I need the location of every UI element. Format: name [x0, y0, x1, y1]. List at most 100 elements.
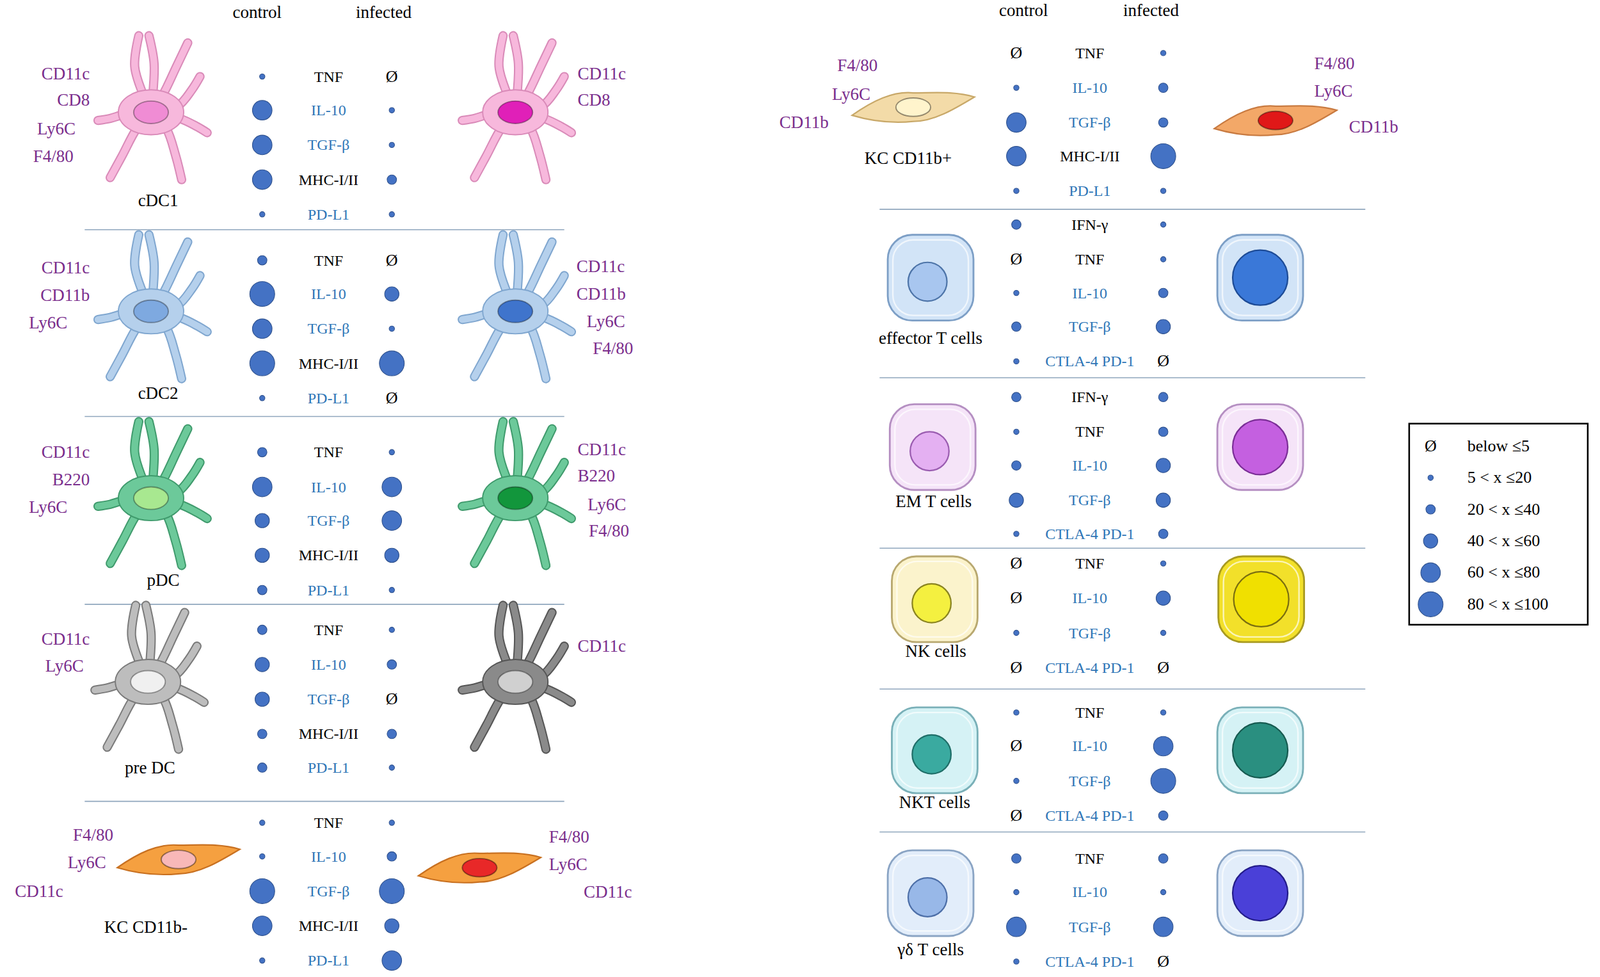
cytokine-label: IL-10	[311, 286, 347, 302]
empty-symbol: Ø	[1010, 250, 1023, 268]
level-dot	[1158, 288, 1168, 298]
cell-nucleus	[497, 487, 533, 510]
divider-line	[879, 547, 1366, 549]
marker-label: Ly6C	[67, 853, 107, 872]
level-dot	[1155, 458, 1170, 473]
cytokine-label: CTLA-4 PD-1	[1045, 526, 1135, 542]
cell-body	[891, 707, 978, 793]
empty-symbol: Ø	[1010, 589, 1023, 607]
cell-name: pDC	[147, 570, 180, 589]
cell-body	[1217, 849, 1304, 936]
cytokine-label: TGF-β	[1068, 492, 1112, 508]
dendritic-cell	[462, 604, 572, 749]
level-dot	[1006, 146, 1027, 167]
divider-line	[84, 800, 564, 802]
cell-nucleus	[497, 670, 533, 694]
cytokine-label: TGF-β	[1068, 114, 1112, 130]
level-dot	[252, 476, 272, 497]
level-dot	[387, 851, 397, 861]
level-dot	[1427, 474, 1433, 480]
cell-body	[887, 849, 974, 936]
legend-text: 20 < x ≤40	[1467, 501, 1540, 518]
column-header: infected	[355, 3, 412, 22]
cell-body	[115, 659, 181, 704]
level-dot	[1160, 560, 1166, 566]
divider-line	[879, 376, 1366, 379]
level-dot	[1013, 778, 1019, 784]
level-dot	[1158, 529, 1168, 539]
marker-label: B220	[52, 471, 91, 489]
level-dot	[384, 286, 399, 301]
cell-body	[889, 403, 976, 490]
level-dot	[1158, 83, 1168, 93]
level-dot	[255, 657, 270, 672]
marker-label: Ly6C	[587, 495, 626, 513]
level-dot	[1160, 629, 1166, 635]
level-dot	[1160, 256, 1166, 262]
marker-label: Ly6C	[549, 855, 588, 873]
cytokine-label: TNF	[1075, 251, 1104, 267]
empty-symbol: Ø	[1424, 437, 1437, 455]
level-dot	[1153, 736, 1174, 756]
cell-body	[887, 234, 974, 321]
lymphocyte	[1217, 403, 1304, 490]
artwork	[84, 35, 1588, 971]
cell-nucleus	[1232, 250, 1288, 306]
level-dot	[389, 325, 395, 331]
empty-symbol: Ø	[1010, 44, 1023, 62]
cytokine-label: TNF	[1075, 423, 1104, 440]
empty-symbol: Ø	[1010, 554, 1023, 572]
level-dot	[259, 853, 265, 859]
legend-text: 5 < x ≤20	[1467, 469, 1532, 486]
lymphocyte	[1217, 234, 1304, 321]
marker-label: F4/80	[1314, 54, 1355, 72]
kupffer-cell	[851, 92, 975, 123]
marker-label: Ly6C	[28, 498, 68, 516]
level-dot	[1150, 143, 1176, 169]
cytokine-label: MHC-I/II	[298, 172, 359, 188]
level-dot	[1013, 289, 1019, 296]
level-dot	[1158, 117, 1168, 128]
level-dot	[259, 73, 265, 79]
level-dot	[382, 950, 402, 971]
marker-label: CD11c	[577, 64, 626, 82]
cell-nucleus	[1258, 111, 1293, 130]
marker-label: Ly6C	[832, 85, 871, 103]
marker-label: F4/80	[592, 339, 633, 357]
level-dot	[257, 584, 267, 595]
cytokine-label: CTLA-4 PD-1	[1045, 659, 1135, 676]
divider-line	[84, 603, 564, 605]
level-dot	[1418, 591, 1444, 617]
empty-symbol: Ø	[385, 252, 399, 269]
cell-body	[1214, 105, 1337, 136]
level-dot	[389, 142, 395, 148]
cytokine-label: TGF-β	[1068, 919, 1112, 935]
cell-nucleus	[133, 101, 169, 124]
cytokine-label: TGF-β	[1068, 773, 1112, 789]
cell-highlight	[896, 561, 973, 637]
level-dot	[1013, 709, 1019, 715]
level-dot	[1160, 709, 1166, 715]
cell-body	[418, 852, 541, 882]
cytokine-label: MHC-I/II	[298, 917, 359, 934]
cytokine-label: CTLA-4 PD-1	[1045, 953, 1135, 969]
cytokine-label: TNF	[314, 814, 344, 831]
level-dot	[1011, 219, 1022, 230]
cytokine-label: MHC-I/II	[298, 547, 359, 563]
cell-nucleus	[133, 300, 169, 323]
level-dot	[252, 135, 272, 155]
marker-label: CD11b	[779, 113, 829, 132]
legend-text: below ≤5	[1467, 437, 1530, 455]
cell-body	[482, 89, 548, 135]
marker-label: CD8	[56, 91, 90, 109]
lymphocyte	[887, 234, 974, 321]
cell-name: pre DC	[124, 758, 176, 776]
cytokine-label: MHC-I/II	[298, 355, 359, 372]
cytokine-label: IFN-γ	[1071, 216, 1108, 233]
level-dot	[249, 350, 275, 376]
empty-symbol: Ø	[1010, 737, 1023, 754]
cell-body	[482, 288, 548, 334]
level-dot	[382, 476, 402, 497]
cytokine-label: PD-L1	[307, 952, 350, 968]
level-dot	[387, 659, 397, 670]
